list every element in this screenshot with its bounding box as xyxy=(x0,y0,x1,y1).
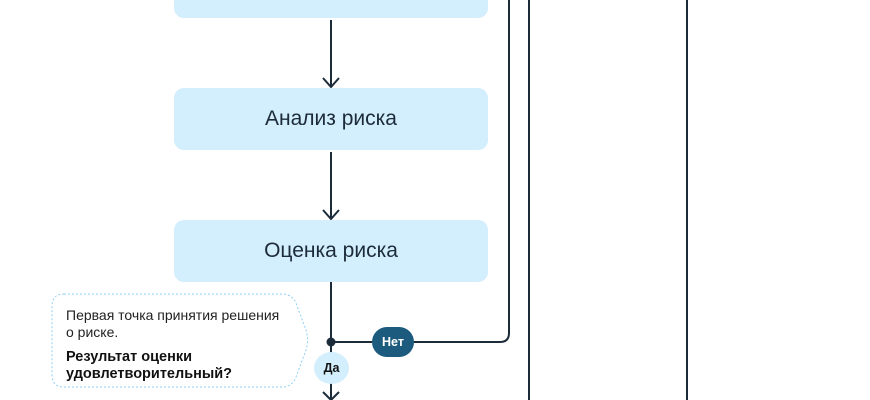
no-badge: Нет xyxy=(372,327,414,357)
step-box-1 xyxy=(174,0,488,18)
step-label: Анализ риска xyxy=(265,107,397,130)
no-label: Нет xyxy=(382,335,404,349)
decision-note: Первая точка принятия решения о риске. Р… xyxy=(66,307,286,383)
junction-dot xyxy=(326,337,336,347)
note-question: Результат оценки удовлетворительный? xyxy=(66,349,233,382)
yes-label: Да xyxy=(323,361,340,375)
step-box-risk-evaluation: Оценка риска xyxy=(174,220,488,282)
yes-badge: Да xyxy=(314,352,349,384)
note-bubble xyxy=(51,293,308,388)
arrow-2 xyxy=(322,152,340,221)
arrow-1 xyxy=(322,20,340,89)
note-text: Первая точка принятия решения о риске. xyxy=(66,307,280,340)
no-branch-line xyxy=(331,0,510,343)
step-label: Оценка риска xyxy=(264,239,398,262)
step-box-risk-analysis: Анализ риска xyxy=(174,88,488,150)
